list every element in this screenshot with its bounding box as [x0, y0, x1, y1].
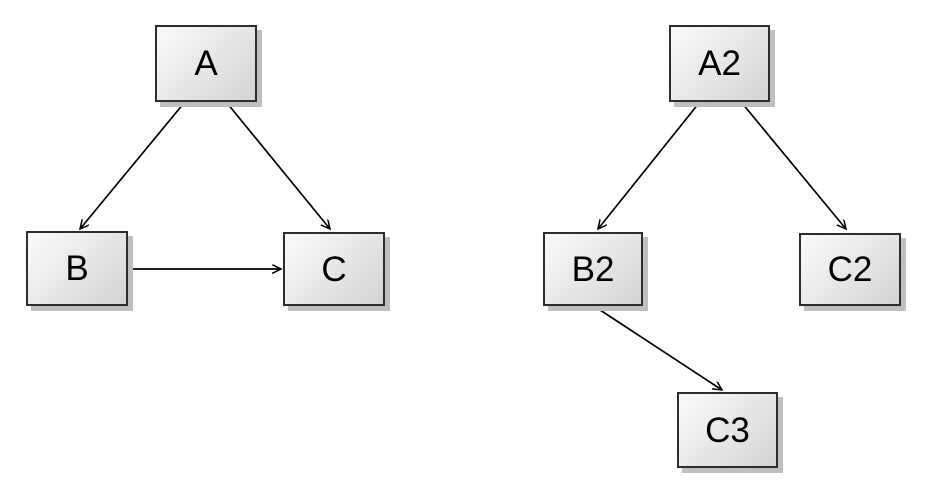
- node-C2: C2: [799, 233, 901, 306]
- edge-A2-to-C2: [741, 102, 846, 229]
- node-label: C: [321, 249, 347, 289]
- edge-A-to-C: [226, 102, 330, 229]
- node-label: B: [65, 249, 89, 288]
- node-label: A2: [698, 44, 741, 83]
- node-C: C: [283, 232, 385, 306]
- node-label: C3: [705, 410, 750, 450]
- node-B2: B2: [543, 232, 643, 306]
- node-A2: A2: [669, 25, 770, 102]
- edge-B2-to-C3: [593, 305, 722, 390]
- node-A: A: [155, 25, 257, 102]
- node-label: B2: [571, 249, 615, 289]
- node-label: A: [194, 44, 218, 83]
- node-B: B: [26, 231, 128, 306]
- edge-A-to-B: [80, 102, 185, 229]
- edge-A2-to-B2: [598, 102, 700, 229]
- node-C3: C3: [677, 392, 778, 468]
- node-label: C2: [827, 250, 873, 289]
- edges-group: [80, 102, 846, 390]
